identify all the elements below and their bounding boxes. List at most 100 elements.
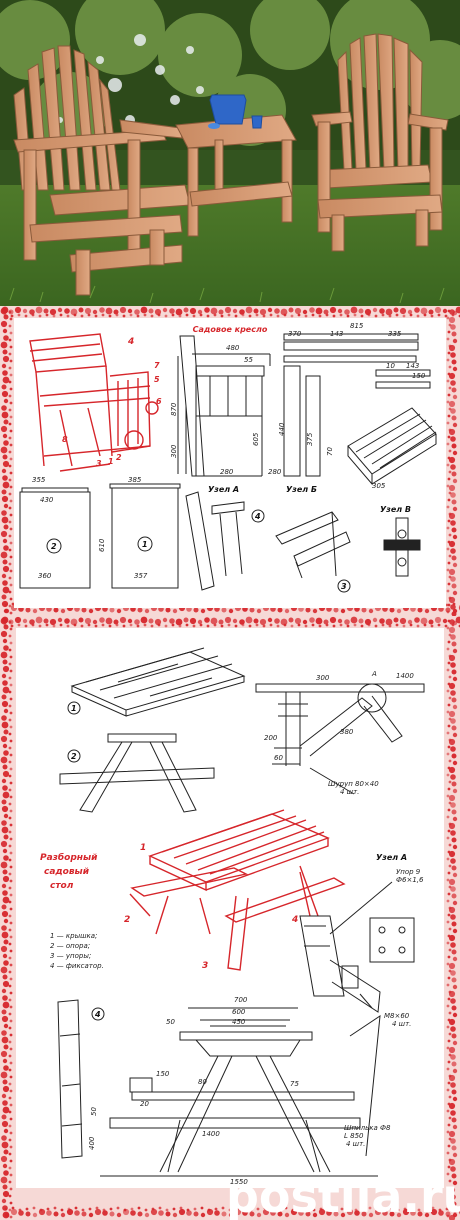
border-flower — [115, 313, 119, 317]
border-flower — [234, 1208, 242, 1216]
chair-node-label-a: Узел А — [208, 485, 239, 494]
border-flower — [450, 718, 456, 724]
border-flower — [448, 1095, 452, 1099]
border-flower — [277, 1207, 281, 1211]
border-flower — [420, 307, 428, 315]
support-frame — [59, 733, 215, 813]
border-flower — [446, 505, 450, 509]
border-flower — [447, 456, 451, 460]
border-flower — [210, 617, 218, 625]
border-flower — [9, 429, 13, 433]
border-flower — [1, 411, 9, 419]
border-flower — [127, 308, 133, 314]
border-flower — [18, 1208, 22, 1212]
border-flower — [9, 935, 13, 939]
border-flower — [452, 534, 458, 540]
border-flower — [452, 956, 458, 962]
border-flower — [451, 387, 457, 393]
border-flower — [242, 1210, 248, 1216]
border-flower — [1, 600, 9, 608]
border-flower — [452, 450, 458, 456]
chair-title: Садовое кресло — [193, 325, 268, 334]
border-flower — [447, 498, 451, 502]
table-dim-2: A — [371, 670, 377, 678]
border-flower — [232, 618, 238, 624]
border-flower — [3, 1149, 9, 1155]
border-flower — [199, 623, 203, 627]
border-flower — [1, 495, 9, 503]
table-dim-4: 60 — [274, 754, 283, 762]
border-flower — [290, 314, 294, 318]
connection-detail — [255, 683, 425, 795]
border-flower — [0, 861, 8, 869]
border-flower — [242, 1206, 246, 1210]
border-flower — [1, 1015, 9, 1023]
border-flower — [448, 794, 456, 802]
border-flower — [446, 358, 450, 362]
table-bolt-text-2: 4 шт. — [340, 788, 359, 796]
border-flower — [39, 1208, 43, 1212]
border-flower — [8, 886, 12, 890]
border-flower — [450, 1026, 456, 1032]
border-flower — [2, 1190, 10, 1198]
border-flower — [9, 1159, 13, 1163]
border-flower — [43, 308, 49, 314]
border-flower — [134, 309, 140, 315]
border-flower — [452, 366, 458, 372]
border-flower — [372, 617, 378, 623]
border-flower — [393, 617, 399, 623]
border-flower — [2, 586, 10, 594]
border-flower — [448, 766, 456, 774]
border-flower — [113, 619, 119, 625]
border-flower — [9, 683, 13, 687]
table-node-text-2a: М8×60 — [384, 1012, 410, 1020]
border-flower — [66, 624, 70, 628]
border-flower — [269, 623, 273, 627]
border-flower — [389, 607, 395, 613]
border-flower — [35, 306, 43, 314]
chair-node-a — [185, 491, 265, 591]
border-flower — [448, 969, 452, 973]
border-flower — [344, 309, 350, 315]
border-flower — [451, 1145, 457, 1151]
border-flower — [315, 307, 323, 315]
border-flower — [8, 1040, 12, 1044]
border-flower — [1, 715, 7, 721]
border-flower — [84, 617, 92, 625]
border-flower — [447, 703, 451, 707]
border-flower — [333, 1208, 337, 1212]
border-flower — [3, 1128, 9, 1134]
border-flower — [448, 878, 456, 886]
border-flower — [451, 1089, 457, 1095]
border-flower — [9, 1103, 13, 1107]
border-flower — [446, 878, 450, 882]
border-flower — [424, 608, 430, 614]
chair-dim-21: 360 — [38, 572, 52, 580]
border-flower — [448, 1102, 456, 1110]
border-flower — [446, 668, 450, 672]
border-flower — [8, 788, 12, 792]
border-flower — [259, 308, 267, 316]
border-flower — [84, 307, 92, 315]
border-flower — [451, 809, 457, 815]
border-flower — [101, 623, 105, 627]
border-flower — [447, 1039, 451, 1043]
border-flower — [94, 1208, 102, 1216]
border-flower — [144, 608, 150, 614]
border-flower — [8, 1124, 12, 1128]
border-flower — [164, 314, 168, 318]
chair-dim-14: 70 — [326, 447, 334, 456]
border-flower — [1, 931, 9, 939]
border-flower — [447, 997, 451, 1001]
border-flower — [9, 345, 13, 349]
border-flower — [0, 341, 8, 349]
border-flower — [8, 984, 12, 988]
border-flower — [448, 1116, 452, 1120]
border-flower — [165, 607, 171, 613]
border-flower — [446, 983, 450, 987]
border-flower — [9, 977, 13, 981]
border-flower — [446, 1172, 450, 1176]
border-flower — [10, 1208, 18, 1216]
border-flower — [157, 623, 161, 627]
border-flower — [8, 464, 12, 468]
